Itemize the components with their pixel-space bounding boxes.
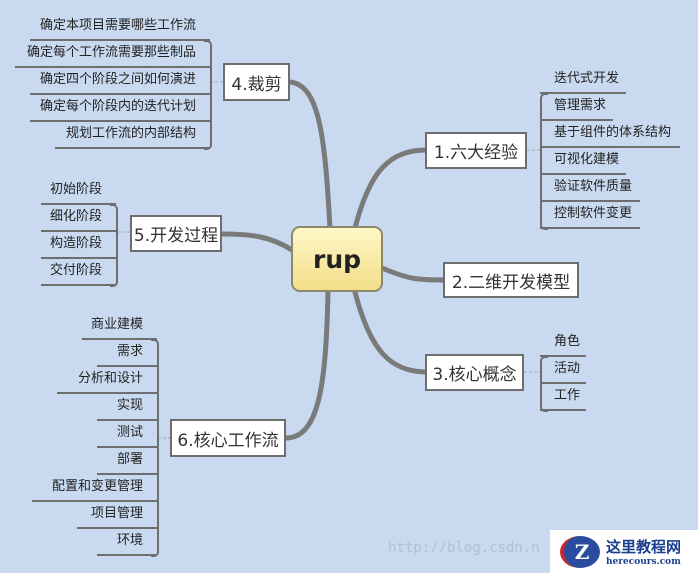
connector-topic-5 — [219, 231, 295, 253]
connector-topic-6 — [283, 289, 331, 441]
subtopic-item[interactable]: 需求 — [97, 341, 157, 367]
topic-2d-model[interactable]: 2.二维开发模型 — [443, 262, 579, 298]
connector-topic-3 — [352, 289, 430, 375]
subtopic-item[interactable]: 规划工作流的内部结构 — [55, 123, 210, 149]
subtopic-item[interactable]: 分析和设计 — [57, 368, 157, 394]
subtopic-item[interactable]: 构造阶段 — [41, 233, 116, 259]
subtopic-item[interactable]: 测试 — [97, 422, 157, 448]
subtopic-item[interactable]: 控制软件变更 — [540, 203, 640, 229]
subtopic-item[interactable]: 确定每个阶段内的迭代计划 — [30, 96, 210, 122]
subtopic-item[interactable]: 迭代式开发 — [540, 68, 626, 94]
subtopic-item[interactable]: 角色 — [540, 331, 586, 357]
logo-subtitle: herecours.com — [606, 557, 681, 567]
subtopic-item[interactable]: 活动 — [540, 358, 586, 384]
subtopic-item[interactable]: 交付阶段 — [41, 260, 116, 286]
central-topic[interactable]: rup — [291, 226, 383, 292]
topic-six-best-practices[interactable]: 1.六大经验 — [425, 132, 527, 169]
watermark: http://blog.csdn.n — [388, 540, 540, 556]
site-logo: Z 这里教程网 herecours.com — [550, 530, 698, 573]
subtopic-bracket — [204, 40, 212, 150]
subtopic-item[interactable]: 细化阶段 — [41, 206, 116, 232]
topic-core-workflows[interactable]: 6.核心工作流 — [170, 419, 286, 457]
subtopic-bracket — [151, 339, 159, 557]
subtopic-item[interactable]: 基于组件的体系结构 — [540, 122, 680, 148]
subtopic-item[interactable]: 确定本项目需要哪些工作流 — [30, 15, 210, 41]
connector-topic-4 — [287, 79, 333, 231]
subtopic-item[interactable]: 验证软件质量 — [540, 176, 640, 202]
subtopic-item[interactable]: 初始阶段 — [41, 179, 116, 205]
subtopic-item[interactable]: 实现 — [97, 395, 157, 421]
subtopic-bracket — [540, 356, 548, 412]
connector-topic-1 — [352, 147, 430, 231]
subtopic-item[interactable]: 可视化建模 — [540, 149, 626, 175]
logo-mark-icon: Z — [560, 535, 600, 568]
subtopic-item[interactable]: 项目管理 — [77, 503, 157, 529]
subtopic-item[interactable]: 工作 — [540, 385, 586, 411]
subtopic-bracket — [110, 204, 118, 287]
topic-core-concepts[interactable]: 3.核心概念 — [425, 354, 524, 391]
connector-topic-2 — [379, 265, 448, 283]
subtopic-item[interactable]: 管理需求 — [540, 95, 613, 121]
topic-tailoring[interactable]: 4.裁剪 — [223, 63, 290, 101]
subtopic-item[interactable]: 部署 — [97, 449, 157, 475]
subtopic-item[interactable]: 配置和变更管理 — [32, 476, 157, 502]
subtopic-item[interactable]: 环境 — [97, 530, 157, 556]
logo-title: 这里教程网 — [606, 538, 682, 556]
subtopic-item[interactable]: 商业建模 — [82, 314, 157, 340]
topic-dev-process[interactable]: 5.开发过程 — [130, 215, 222, 252]
subtopic-bracket — [540, 93, 548, 230]
subtopic-item[interactable]: 确定每个工作流需要那些制品 — [15, 42, 210, 68]
subtopic-item[interactable]: 确定四个阶段之间如何演进 — [30, 69, 210, 95]
